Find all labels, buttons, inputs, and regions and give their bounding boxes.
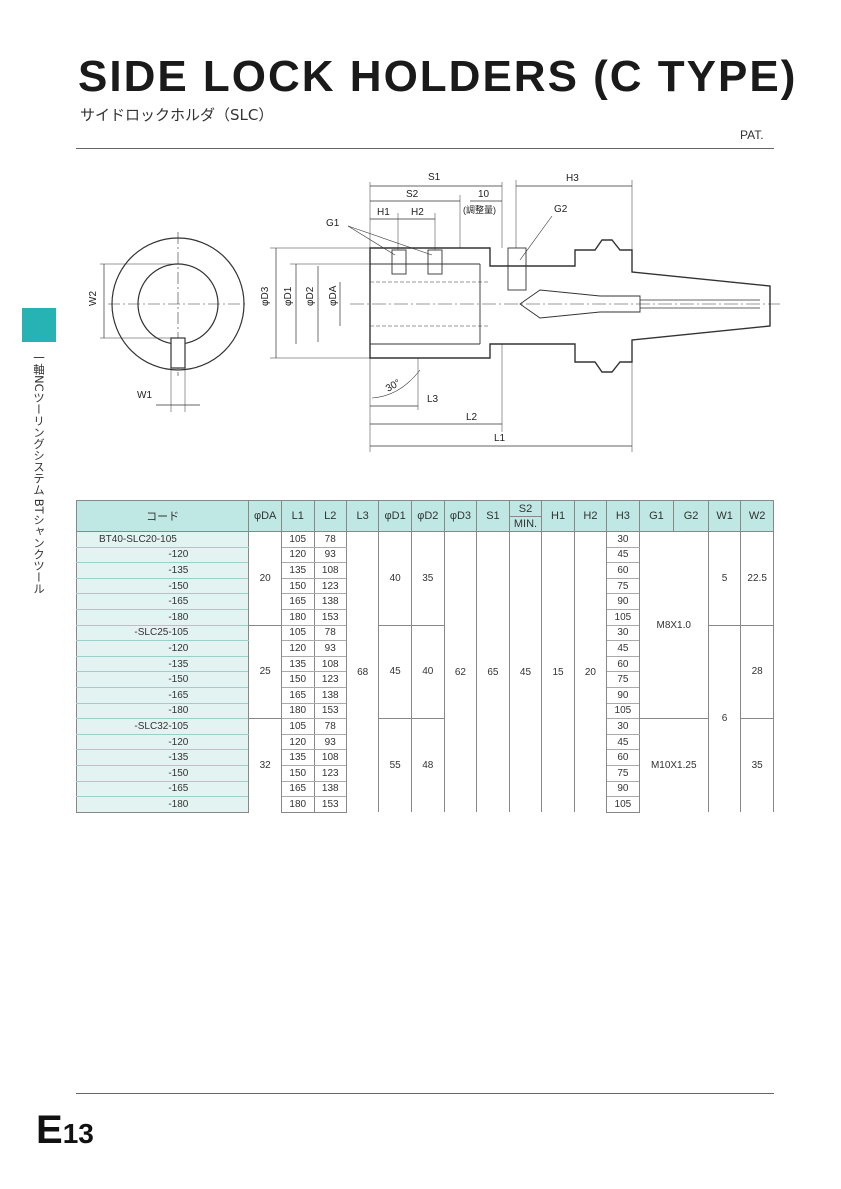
col-h1: H1: [541, 500, 575, 532]
dim-w1: W1: [137, 390, 152, 401]
dim-h3: H3: [566, 173, 579, 184]
col-da: φDA: [248, 500, 283, 532]
technical-drawing: S1 S2 10 (調整量) H1 H2 H3 G1 G2 φD3 φD1 φD…: [88, 172, 780, 452]
section-label: 一軸NCツーリングシステム BTシャンクツール: [32, 352, 46, 595]
top-divider: [76, 148, 774, 149]
col-s1: S1: [476, 500, 510, 532]
table-row: -SLC25-105 25 105 78 45 40 30 6 28: [75, 624, 774, 813]
dim-d1: φD1: [283, 286, 294, 306]
col-d2: φD2: [410, 500, 445, 532]
col-l1: L1: [281, 500, 315, 532]
dim-h2: H2: [411, 207, 424, 218]
dim-d2: φD2: [305, 286, 316, 306]
page-subtitle: サイドロックホルダ（SLC）: [80, 106, 274, 124]
bottom-divider: [76, 1093, 774, 1094]
dim-g1: G1: [326, 218, 340, 229]
section-color-tab: [22, 308, 56, 342]
col-w1: W1: [707, 500, 742, 532]
col-code: コード: [75, 500, 250, 532]
holder-body-outline: [369, 239, 771, 373]
dim-s1: S1: [428, 172, 441, 183]
col-d1: φD1: [378, 500, 412, 532]
dim-g2: G2: [554, 204, 568, 215]
page-title: SIDE LOCK HOLDERS (C TYPE): [78, 52, 798, 101]
patent-mark: PAT.: [740, 128, 764, 142]
dim-w2: W2: [88, 291, 99, 306]
col-w2: W2: [740, 500, 774, 532]
table-row: BT40-SLC20-105 20 105 78 68 40 35 62 65 …: [75, 530, 774, 813]
dim-d3: φD3: [260, 286, 271, 306]
col-l2: L2: [313, 500, 347, 532]
dim-l1: L1: [494, 433, 506, 444]
col-h2: H2: [573, 500, 608, 532]
col-g1: G1: [638, 500, 675, 532]
dim-adj-label: (調整量): [463, 204, 496, 215]
dim-l2: L2: [466, 412, 478, 423]
dim-l3: L3: [427, 394, 439, 405]
dim-s2: S2: [406, 189, 419, 200]
col-l3: L3: [345, 500, 380, 532]
dim-da: φDA: [328, 285, 339, 306]
dim-h1: H1: [377, 207, 390, 218]
dim-adj-value: 10: [478, 189, 490, 200]
page-number: E13: [36, 1108, 94, 1152]
col-g2: G2: [673, 500, 709, 532]
col-d3: φD3: [443, 500, 478, 532]
keyway: [170, 337, 186, 369]
col-h3: H3: [606, 500, 640, 532]
table-row: -SLC32-105 32 105 78 55 48 30 M10X1.25 3…: [75, 718, 774, 813]
dim-angle: 30°: [384, 378, 403, 395]
